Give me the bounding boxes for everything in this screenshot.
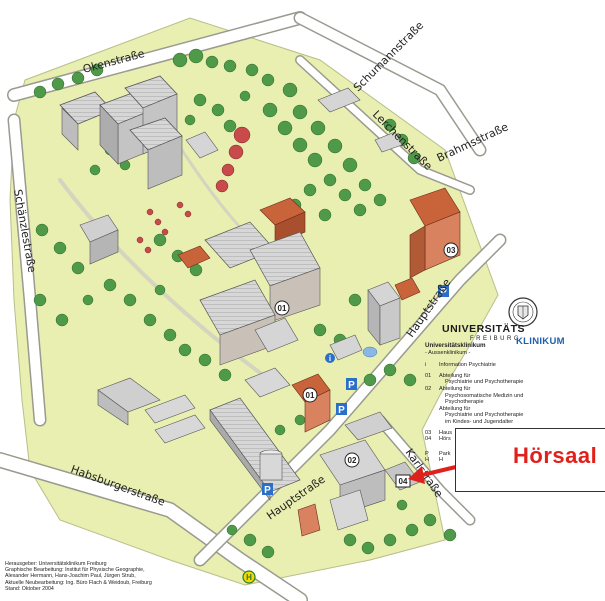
- legend-heading: Universitätsklinikum: [425, 342, 486, 349]
- credits-line: Herausgeber: Universitätsklinikum Freibu…: [5, 561, 107, 567]
- map-legend: Universitätsklinikum - Aussenklinikum - …: [425, 342, 545, 464]
- credits-line: Alexander Hermann, Hans-Joachim Paul, Jü…: [5, 573, 136, 580]
- lecture-hall-callout[interactable]: Hörsaal: [455, 428, 605, 492]
- legend-row: Psychiatrie und Psychotherapie: [425, 379, 545, 386]
- legend-text: Abteilung für: [439, 405, 471, 412]
- tree-groups: [33, 48, 457, 559]
- parking-label-1: P: [440, 287, 447, 298]
- parking-icon[interactable]: [438, 285, 449, 297]
- legend-text: H: [439, 457, 444, 464]
- legend-code: [425, 393, 439, 406]
- logo-subtitle: FREIBURG: [470, 336, 522, 342]
- parking-icon[interactable]: [346, 378, 357, 390]
- legend-code: 02: [425, 385, 432, 392]
- street-brahmsstrasse: Brahmsstraße: [435, 120, 511, 165]
- legend-row: i Information Psychiatrie: [425, 362, 545, 369]
- legend-code: 04: [425, 436, 432, 443]
- legend-row: 04 Hörs: [425, 436, 545, 443]
- legend-row: Psychosomatische Medizin und Psychothera…: [425, 393, 545, 406]
- legend-subheading: - Aussenklinikum -: [425, 349, 471, 356]
- parking-icon[interactable]: [336, 403, 347, 415]
- legend-text: Psychiatrie und Psychotherapie: [445, 379, 524, 386]
- legend-code: P: [425, 450, 429, 457]
- legend-code: [425, 379, 439, 386]
- parking-icon[interactable]: [262, 483, 273, 495]
- legend-code: H: [425, 457, 430, 464]
- legend-text: Hörs: [439, 436, 451, 443]
- logo-title: UNIVERSITÄTS: [442, 323, 526, 335]
- map-credits: Herausgeber: Universitätsklinikum Freibu…: [5, 561, 225, 592]
- parking-label-4: P: [264, 485, 271, 496]
- legend-code: 01: [425, 372, 432, 379]
- legend-row: Psychiatrie und Psychotherapie: [425, 412, 545, 419]
- legend-code: i: [425, 362, 427, 369]
- legend-text: Haus: [439, 429, 453, 436]
- building-markers[interactable]: 01 01 02 03 04: [274, 242, 459, 488]
- building-number-04[interactable]: 04: [399, 477, 408, 486]
- building-number-01-bottom[interactable]: 01: [306, 391, 315, 400]
- lecture-hall-label: Hörsaal: [513, 443, 598, 468]
- parking-label-2: P: [348, 380, 355, 391]
- legend-text: Park: [439, 450, 451, 457]
- legend-text: im Kindes- und Jugendalter: [445, 418, 514, 425]
- legend-code: [425, 406, 439, 413]
- legend-code: [425, 412, 439, 419]
- legend-text: Abteilung für: [439, 372, 471, 379]
- legend-row: 01 Abteilung für: [425, 373, 545, 380]
- legend-text: Information Psychiatrie: [439, 362, 496, 369]
- legend-row: 03 Haus: [425, 430, 545, 437]
- legend-text: Psychiatrie und Psychotherapie: [445, 412, 524, 419]
- legend-text: Abteilung für: [439, 385, 471, 392]
- building-number-01-top[interactable]: 01: [278, 304, 287, 313]
- parking-label-3: P: [338, 405, 345, 416]
- legend-code: [425, 419, 439, 426]
- legend-text: Psychosomatische Medizin und Psychothera…: [445, 392, 524, 406]
- building-number-03[interactable]: 03: [447, 246, 456, 255]
- credits-line: Stand: Oktober 2004: [5, 585, 54, 592]
- info-label: i: [329, 354, 331, 363]
- info-icon[interactable]: [325, 353, 335, 363]
- legend-row: 02 Abteilung für: [425, 386, 545, 393]
- bus-stop-icon[interactable]: [242, 570, 256, 584]
- legend-code: 03: [425, 429, 432, 436]
- legend-row: P Park: [425, 451, 545, 458]
- logo-klinikum: KLINIKUM: [516, 336, 565, 347]
- poi-markers[interactable]: P P P P i H: [242, 285, 449, 584]
- credits-line: Aktuelle Neubearbeitung: Ing. Büro Flach…: [5, 579, 152, 586]
- building-number-02[interactable]: 02: [348, 456, 357, 465]
- bus-stop-label: H: [246, 573, 252, 582]
- logo-seal-icon: [508, 297, 538, 327]
- credits-line: Graphische Bearbeitung: Institut für Phy…: [5, 567, 145, 574]
- legend-row: im Kindes- und Jugendalter: [425, 419, 545, 426]
- legend-row: Abteilung für: [425, 406, 545, 413]
